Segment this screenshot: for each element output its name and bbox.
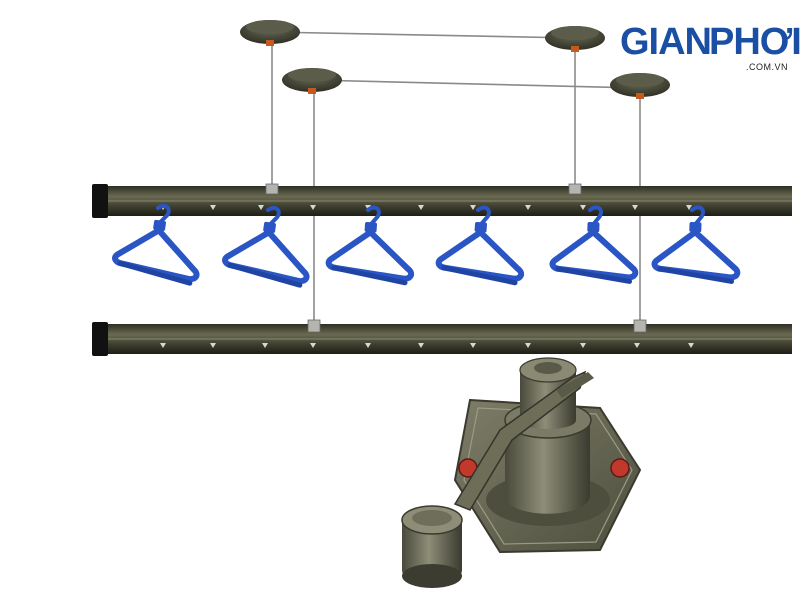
ceiling-pulley: [610, 73, 670, 99]
ceiling-pulley: [282, 68, 342, 94]
hand-crank-winder: [401, 357, 642, 588]
lower-hanging-rail: [92, 319, 792, 356]
brand-logo-domain: .COM.VN: [745, 62, 788, 72]
ceiling-pulley: [240, 20, 300, 46]
brand-logo-second: PHƠI: [709, 21, 800, 63]
brand-logo: GIAN PHƠI .COM.VN: [620, 18, 800, 78]
upper-hanging-rail: [92, 183, 792, 218]
brand-logo-first: GIAN: [620, 21, 712, 63]
ceiling-pulley: [545, 26, 605, 52]
